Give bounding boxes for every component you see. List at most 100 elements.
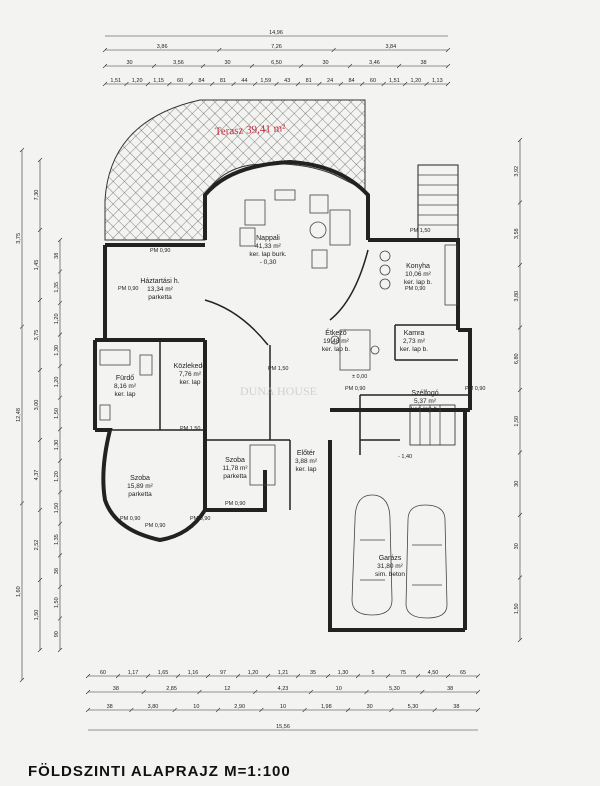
- dimension-tick: [209, 81, 215, 87]
- room-detail: ker. lap b.: [411, 406, 439, 413]
- dimension-total: 15,56: [276, 724, 290, 730]
- dimension-tick: [331, 47, 336, 53]
- dimension-value: 4,23: [278, 686, 289, 692]
- dimension-tick: [364, 689, 369, 695]
- room-detail: parketta: [148, 294, 172, 301]
- dimension-tick: [217, 47, 222, 53]
- dimension-tick: [124, 81, 129, 87]
- dimension-tick: [141, 689, 146, 695]
- interior-stairs: [409, 404, 456, 446]
- dimension-tick: [235, 673, 241, 679]
- dimension-tick: [265, 673, 271, 679]
- dimension-value: 1,60: [16, 586, 22, 597]
- room-detail: parketta: [223, 473, 247, 480]
- dimension-value: 10: [193, 704, 199, 710]
- room-detail: ker. lap b.: [400, 346, 428, 353]
- dimension-tick: [57, 490, 63, 495]
- dimension-tick: [57, 237, 63, 243]
- room-name: Garázs: [379, 555, 402, 562]
- dimension-value: 30: [224, 60, 230, 66]
- dimension-value: 90: [54, 631, 60, 637]
- dimension-value: 5,30: [389, 686, 400, 692]
- dimension-tick: [37, 647, 43, 653]
- room-name: Szélfogó: [411, 390, 438, 397]
- dimension-tick: [57, 395, 63, 400]
- room-detail: 8,16 m²: [114, 383, 137, 390]
- room-detail: ker. lap b.: [404, 279, 432, 286]
- dimension-value: 7,30: [34, 190, 40, 201]
- dimension-tick: [355, 673, 361, 679]
- dimension-value: 5: [371, 670, 374, 676]
- dimension-tick: [19, 677, 25, 683]
- dimension-value: 1,20: [248, 670, 259, 676]
- dimension-value: 4,37: [34, 470, 40, 481]
- living-furniture: [239, 189, 351, 269]
- dimension-tick: [295, 81, 301, 87]
- dimension-tick: [445, 47, 451, 53]
- room-detail: 19,48 m²: [323, 338, 349, 345]
- watermark: DUNA HOUSE: [240, 384, 317, 398]
- dimension-value: 1,35: [54, 282, 60, 293]
- dimension-value: 1,20: [54, 471, 60, 482]
- dimension-tick: [200, 63, 206, 69]
- window-label: PM 0,90: [465, 386, 485, 392]
- dimension-tick: [175, 673, 181, 679]
- dimension-value: 38: [113, 686, 119, 692]
- dimension-tick: [37, 157, 43, 163]
- dimension-tick: [19, 501, 25, 506]
- dimension-value: 1,30: [338, 670, 349, 676]
- dimension-value: 3,00: [34, 400, 40, 411]
- window-label: PM 0,90: [150, 248, 170, 254]
- dimension-value: 3,56: [173, 60, 184, 66]
- dimension-tick: [475, 673, 481, 679]
- dimension-value: 1,15: [153, 78, 164, 84]
- dimension-value: 1,45: [34, 260, 40, 271]
- dimension-value: 44: [241, 78, 247, 84]
- walls: [93, 159, 472, 632]
- dimension-value: 43: [284, 78, 290, 84]
- dimension-tick: [37, 297, 43, 303]
- dimension-value: 1,17: [128, 670, 139, 676]
- exterior-stairs: [417, 164, 459, 241]
- dimension-tick: [57, 553, 63, 558]
- window-label: PM 1,50: [268, 366, 288, 372]
- dimension-tick: [302, 707, 307, 713]
- window-label: PM 0,90: [145, 523, 165, 529]
- dimension-value: 1,50: [54, 408, 60, 419]
- bed: [249, 444, 276, 486]
- dimension-tick: [402, 81, 408, 87]
- dimension-value: 60: [177, 78, 183, 84]
- room-detail: 3,88 m²: [295, 458, 318, 465]
- dimension-tick: [517, 450, 523, 455]
- terrace-area: [104, 99, 366, 241]
- dimension-value: 30: [126, 60, 132, 66]
- dimension-tick: [517, 262, 523, 268]
- dimension-tick: [37, 227, 43, 233]
- dimension-value: 2,52: [34, 540, 40, 551]
- dimension-total: 14,96: [269, 30, 283, 36]
- dimension-value: 5,30: [408, 704, 419, 710]
- dimension-value: 81: [220, 78, 226, 84]
- dimension-tick: [57, 521, 63, 527]
- dimension-value: 38: [54, 253, 60, 259]
- dimension-value: 84: [348, 78, 354, 84]
- dimension-tick: [445, 673, 451, 679]
- dimension-tick: [19, 324, 25, 329]
- dimension-tick: [167, 81, 172, 87]
- dimension-tick: [517, 575, 523, 580]
- room-name: Szoba: [225, 457, 245, 464]
- dimension-tick: [37, 507, 43, 513]
- room-name: Közlekedő: [174, 363, 207, 370]
- dimension-tick: [517, 200, 523, 205]
- room-detail: 31,80 m²: [377, 563, 403, 570]
- dimension-value: 1,65: [158, 670, 169, 676]
- dimension-value: 35: [310, 670, 316, 676]
- room-detail: parketta: [128, 491, 152, 498]
